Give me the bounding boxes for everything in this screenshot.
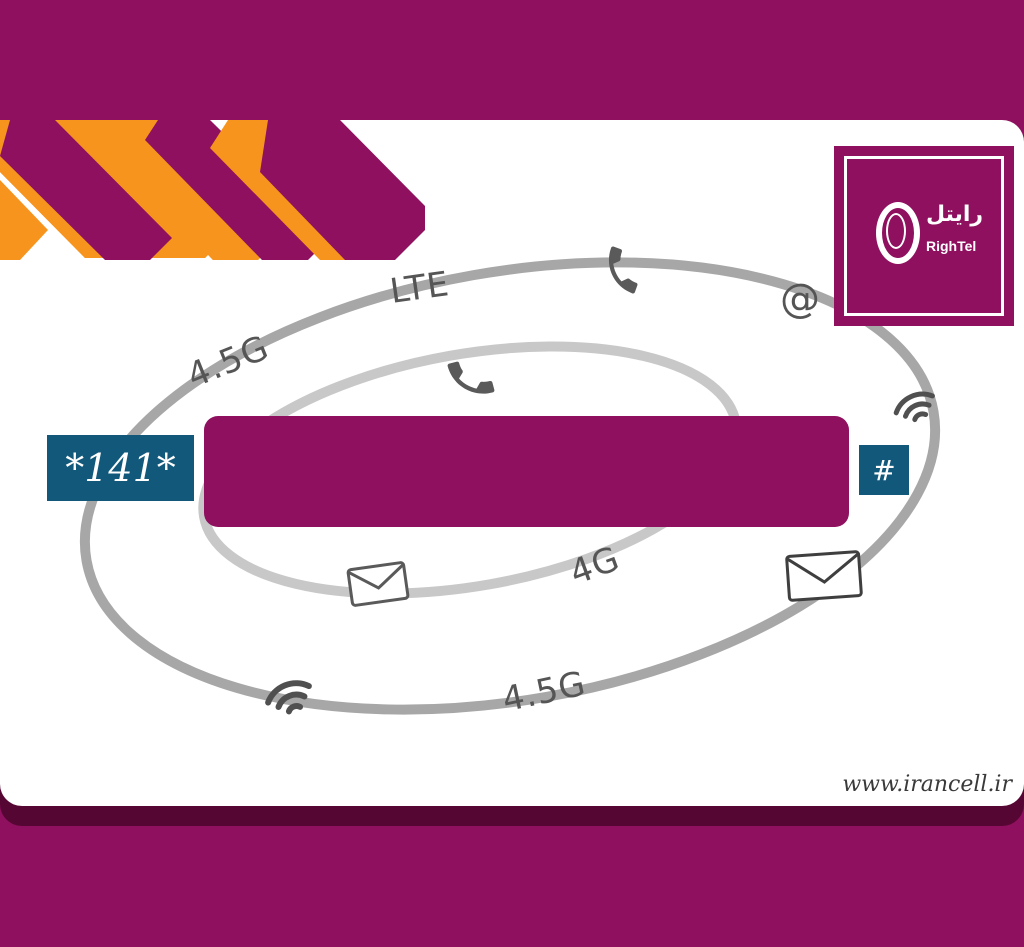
ussd-suffix-badge: # [859,445,909,495]
card: رایتل RighTel LTE 4.5G 4G 4.5G @ [0,120,1024,806]
logo-frame [844,156,1004,316]
wifi-icon [265,680,312,715]
phone-icon [447,361,495,394]
envelope-icon [785,550,863,602]
ussd-prefix-badge: *141* [47,435,194,501]
logo-name-fa: رایتل [926,202,984,227]
phone-icon [608,246,638,294]
code-input-field[interactable] [204,416,849,527]
wifi-icon [893,391,935,423]
at-sign-icon: @ [780,276,821,322]
stripe-decoration [0,120,425,260]
lte-label: LTE [387,264,453,312]
envelope-icon [346,561,410,607]
website-link[interactable]: www.irancell.ir [842,772,1012,797]
rightel-logo: رایتل RighTel [834,146,1014,326]
logo-name-en: RighTel [926,238,977,254]
logo-ring-icon [876,202,920,264]
